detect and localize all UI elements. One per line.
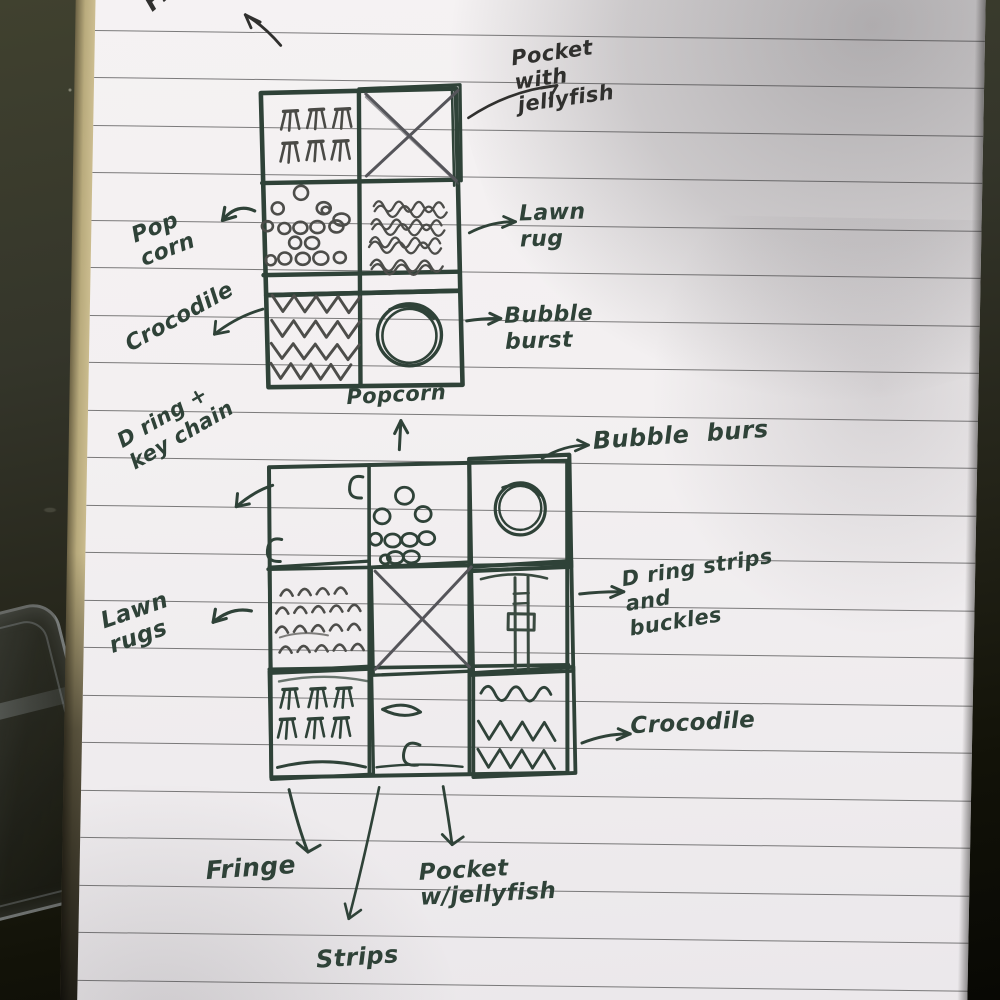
motif-fringe-r1c1 bbox=[278, 106, 354, 165]
arrow-crocodile-right bbox=[580, 727, 632, 745]
motif-lawn-rug-r2c1 bbox=[274, 586, 365, 654]
arrow-pocket-jellyfish-top bbox=[467, 84, 559, 120]
motif-x-cross-r2c2 bbox=[373, 565, 473, 671]
arrow-fringe-bottom bbox=[287, 788, 322, 854]
motif-fringe-r3c1 bbox=[275, 675, 369, 769]
arrow-lawn-rugs bbox=[211, 607, 253, 624]
arrow-bubble-burs bbox=[540, 438, 590, 460]
ink-drawing-layer bbox=[211, 13, 632, 921]
motif-jellyfish-pocket-r3c2 bbox=[375, 703, 464, 769]
diagram-two-grid bbox=[266, 452, 578, 782]
label-lawn-rug: Lawn rug bbox=[518, 199, 586, 253]
arrow-fringe-top bbox=[243, 13, 283, 47]
motif-crocodile-r3c1 bbox=[269, 293, 362, 382]
arrow-bubble-burst bbox=[465, 311, 503, 326]
motif-x-cross-r1c2 bbox=[364, 89, 460, 185]
label-pocket-jellyfish-top: Pocket with jellyfish bbox=[509, 35, 616, 117]
motif-crocodile-r3c3 bbox=[476, 684, 557, 770]
arrow-pocket-jellyfish-bottom bbox=[440, 785, 465, 847]
label-strips-bottom: Strips bbox=[315, 940, 400, 974]
arrow-popcorn-left bbox=[220, 205, 257, 222]
arrow-popcorn-mid bbox=[393, 419, 410, 452]
ruled-paper-sheet: Fringe Pocket with jellyfish Lawn rug Bu… bbox=[76, 0, 986, 1000]
arrow-dring-strips bbox=[578, 585, 626, 600]
motif-bubble-burst-r1c3 bbox=[493, 481, 547, 537]
diagram-one-grid bbox=[258, 83, 465, 390]
label-bubble-burst: Bubble burst bbox=[503, 300, 594, 355]
motif-popcorn-r1c2 bbox=[368, 485, 437, 566]
label-popcorn-mid: Popcorn bbox=[345, 380, 447, 410]
motif-dring-keychain-r1c1 bbox=[265, 474, 365, 563]
motif-lawn-rug-r2c2 bbox=[367, 200, 448, 276]
motif-popcorn-r2c1 bbox=[260, 184, 351, 267]
arrow-dring-keychain bbox=[234, 483, 275, 509]
arrow-strips-bottom bbox=[343, 786, 381, 921]
label-pocket-jellyfish-bottom: Pocket w/jellyfish bbox=[418, 855, 557, 912]
motif-strip-buckle-r2c3 bbox=[479, 572, 549, 672]
arrow-lawn-rug bbox=[467, 215, 517, 235]
arrow-crocodile-left bbox=[213, 307, 265, 336]
motif-bubble-burst-r3c2 bbox=[375, 302, 444, 368]
label-fringe-bottom: Fringe bbox=[204, 849, 297, 886]
